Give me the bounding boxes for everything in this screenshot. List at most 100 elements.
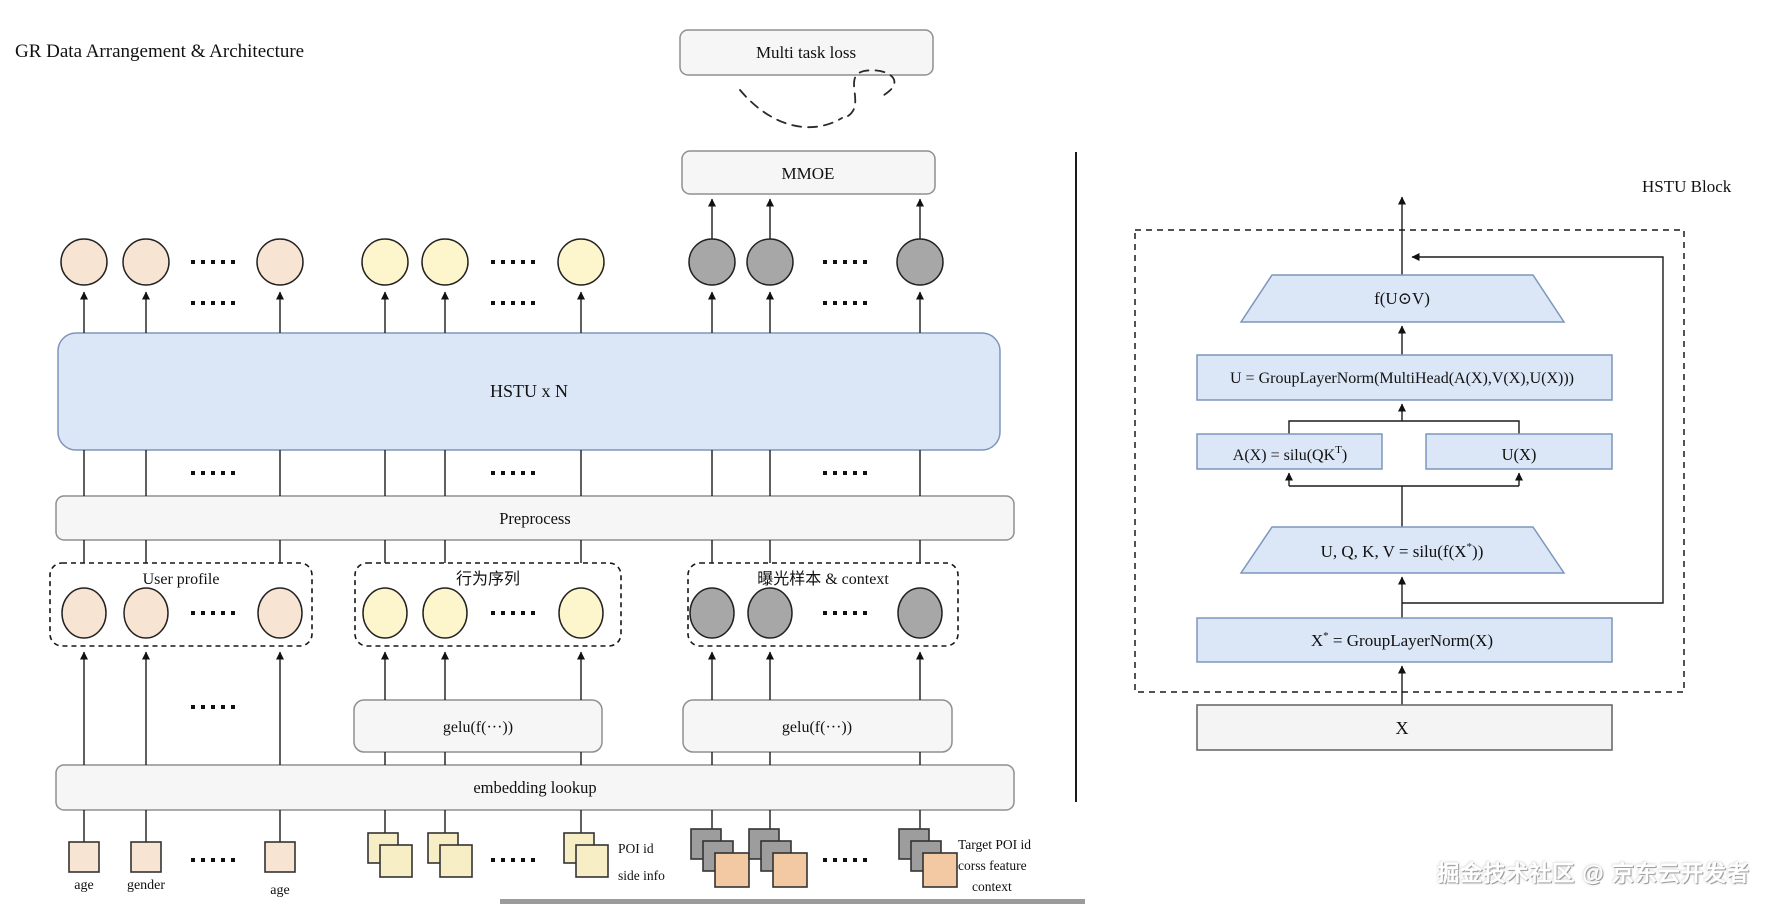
ellipsis-dot [531, 611, 535, 615]
ellipsis-dot [823, 260, 827, 264]
ellipsis-dot [863, 260, 867, 264]
ellipsis-dot [521, 260, 525, 264]
token-circle [362, 587, 408, 639]
ellipsis-dot [201, 301, 205, 305]
ellipsis-dot [501, 260, 505, 264]
ellipsis-dot [863, 471, 867, 475]
token-circle [257, 587, 303, 639]
ellipsis-dot [853, 301, 857, 305]
token-circle [557, 238, 605, 286]
ellipsis-dot [191, 471, 195, 475]
ellipsis-dot [521, 471, 525, 475]
ellipsis-dot [823, 471, 827, 475]
ellipsis-dot [221, 705, 225, 709]
ellipsis-dot [231, 858, 235, 862]
input-label-target-poi-id: Target POI id [958, 837, 1031, 852]
token-circle [361, 238, 409, 286]
ellipsis-dot [833, 858, 837, 862]
hstu-box [57, 332, 1001, 451]
ellipsis-dot [853, 260, 857, 264]
ellipsis-dot [501, 611, 505, 615]
gelu-right-box [682, 699, 953, 753]
xstar-groupnorm-box [1196, 617, 1613, 663]
ellipsis-dot [823, 301, 827, 305]
preprocess-box [55, 495, 1015, 541]
ellipsis-dot [231, 260, 235, 264]
dashed-squiggle-connector [739, 89, 843, 129]
ellipsis-dot [843, 471, 847, 475]
ellipsis-dot [211, 705, 215, 709]
ellipsis-dot [531, 471, 535, 475]
ellipsis-dot [843, 301, 847, 305]
ellipsis-dot [231, 705, 235, 709]
ellipsis-dot [863, 611, 867, 615]
multi-task-loss-box [679, 29, 934, 76]
token-circle [688, 238, 736, 286]
gelu-left-label: gelu(f(···)) [443, 719, 513, 736]
user-profile-label: User profile [143, 571, 220, 588]
ellipsis-dot [531, 301, 535, 305]
input-square-stack-front [714, 852, 750, 888]
behavior-seq-group-box [354, 562, 622, 647]
ellipsis-dot [843, 611, 847, 615]
ellipsis-dot [511, 471, 515, 475]
ellipsis-dot [221, 858, 225, 862]
token-circle [61, 587, 107, 639]
ellipsis-dot [511, 260, 515, 264]
token-circle [256, 238, 304, 286]
ellipsis-dot [843, 260, 847, 264]
ellipsis-dot [833, 260, 837, 264]
ellipsis-dot [521, 611, 525, 615]
embedding-lookup-label: embedding lookup [473, 778, 596, 797]
token-circle [897, 587, 943, 639]
ellipsis-dot [511, 858, 515, 862]
ellipsis-dot [521, 858, 525, 862]
exposure-context-label: 曝光样本 & context [757, 570, 889, 588]
ellipsis-dot [201, 858, 205, 862]
ellipsis-dot [491, 611, 495, 615]
u-x-box [1425, 433, 1613, 470]
preprocess-label: Preprocess [499, 509, 570, 528]
user-profile-group-box [49, 562, 313, 647]
bottom-edge-strip [500, 899, 1085, 904]
ellipsis-dot [823, 611, 827, 615]
u-groupnorm-label: U = GroupLayerNorm(MultiHead(A(X),V(X),U… [1230, 370, 1574, 387]
input-square-stack-front [772, 852, 808, 888]
ellipsis-dot [211, 471, 215, 475]
token-circle [747, 587, 793, 639]
ellipsis-dot [191, 858, 195, 862]
input-label-gender: gender [127, 878, 165, 893]
dashed-squiggle-loop [847, 69, 896, 117]
residual-connection-line [1402, 253, 1664, 604]
ellipsis-dot [833, 301, 837, 305]
input-square-stack-front [575, 844, 609, 878]
a-silu-box [1196, 433, 1383, 470]
ellipsis-dot [501, 471, 505, 475]
hstu-label: HSTU x N [490, 381, 568, 401]
behavior-seq-label: 行为序列 [456, 570, 520, 588]
input-square-stack-front [379, 844, 413, 878]
ellipsis-dot [853, 611, 857, 615]
upper-branch-line [1288, 420, 1520, 434]
token-circle [421, 238, 469, 286]
ellipsis-dot [221, 471, 225, 475]
ellipsis-dot [491, 260, 495, 264]
input-square [130, 841, 162, 873]
token-circle [746, 238, 794, 286]
ellipsis-dot [863, 301, 867, 305]
ellipsis-dot [501, 301, 505, 305]
ellipsis-dot [191, 260, 195, 264]
token-circle [60, 238, 108, 286]
ellipsis-dot [211, 301, 215, 305]
input-square [264, 841, 296, 873]
ellipsis-dot [211, 858, 215, 862]
ellipsis-dot [231, 301, 235, 305]
ellipsis-dot [201, 260, 205, 264]
token-circle [896, 238, 944, 286]
ellipsis-dot [201, 705, 205, 709]
token-circle [558, 587, 604, 639]
u-x-label: U(X) [1502, 445, 1537, 464]
input-square-stack-front [922, 852, 958, 888]
